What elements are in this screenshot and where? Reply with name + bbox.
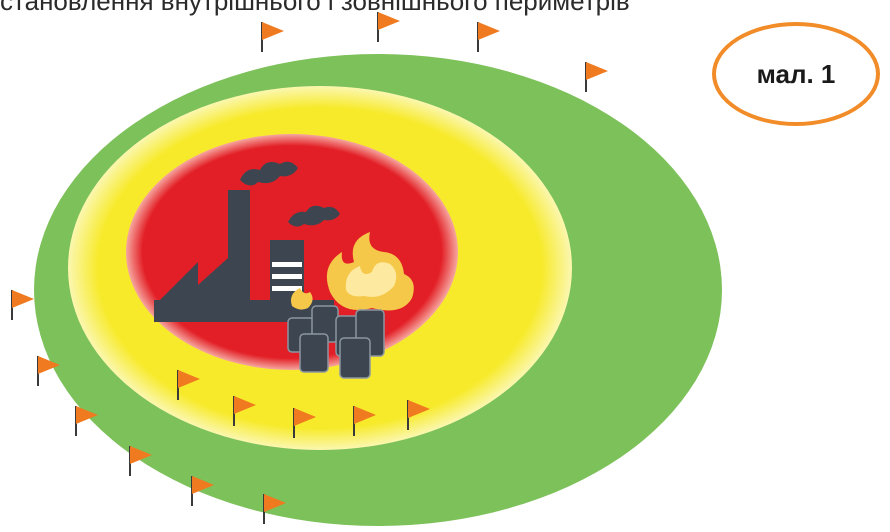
flag-icon bbox=[407, 400, 430, 430]
flag-icon bbox=[377, 12, 400, 42]
flag-icon bbox=[37, 356, 60, 386]
outer-flag-group bbox=[11, 12, 608, 524]
flag-icon bbox=[191, 476, 214, 506]
flag-icon bbox=[177, 370, 200, 400]
smoke-icon bbox=[240, 161, 340, 227]
flag-icon bbox=[293, 408, 316, 438]
flag-icon bbox=[129, 446, 152, 476]
fire-icon bbox=[291, 232, 414, 311]
flag-icon bbox=[233, 396, 256, 426]
figure-label: мал. 1 bbox=[712, 22, 880, 126]
factory-icon bbox=[154, 190, 334, 322]
flag-icon bbox=[353, 406, 376, 436]
oil-barrel-icon bbox=[287, 305, 385, 379]
flag-icon bbox=[585, 62, 608, 92]
flag-icon bbox=[263, 494, 286, 524]
flag-icon bbox=[75, 406, 98, 436]
top-caption: становлення внутрішнього і зовнішнього п… bbox=[0, 0, 630, 16]
inner-flag-group bbox=[177, 370, 430, 438]
flag-icon bbox=[261, 22, 284, 52]
flag-icon bbox=[11, 290, 34, 320]
flag-icon bbox=[477, 22, 500, 52]
